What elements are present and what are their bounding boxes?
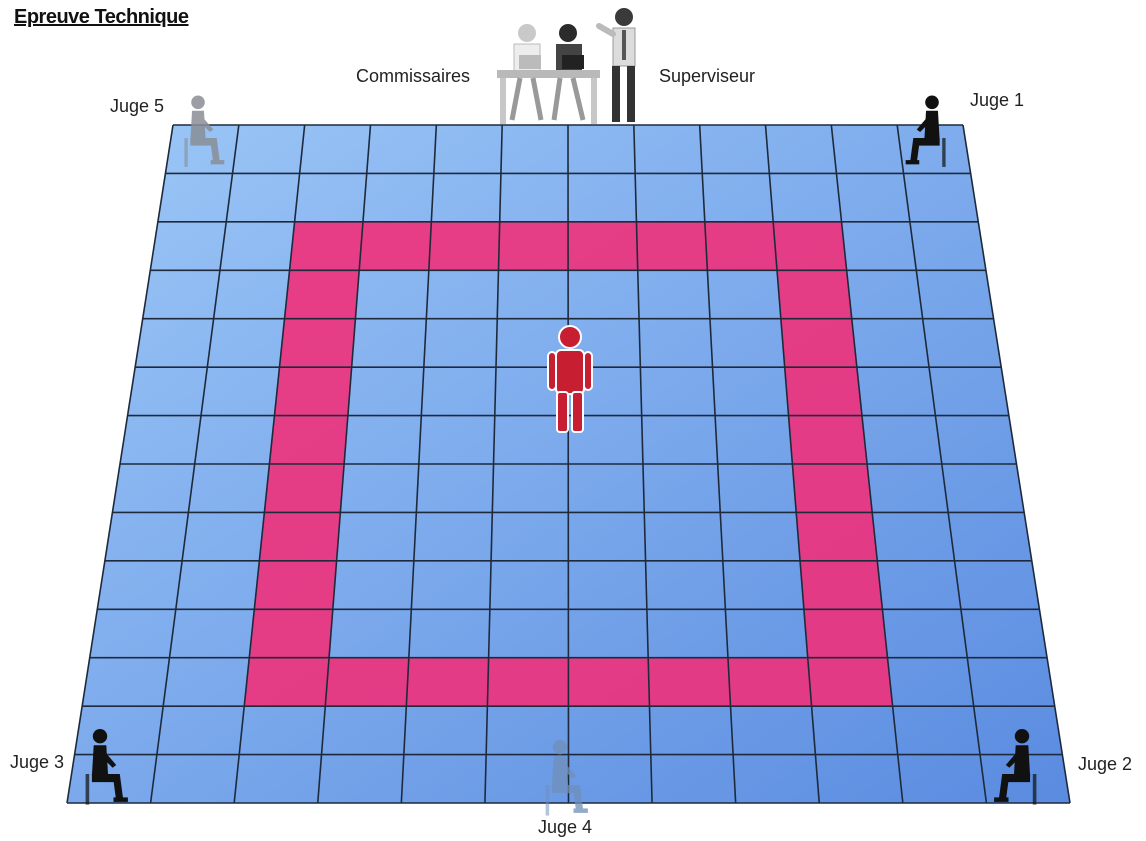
ring-cell (284, 270, 360, 319)
ring-cell (777, 270, 852, 319)
ring-cell (792, 464, 873, 513)
ring-cell (800, 560, 883, 610)
ring-cell (727, 657, 812, 707)
juge-4-figure (545, 740, 588, 816)
ring-cell (269, 415, 348, 464)
ring-cell (568, 657, 650, 707)
athlete-figure (547, 325, 593, 433)
ring-cell (780, 318, 857, 368)
diagram-title: Epreuve Technique (14, 6, 189, 28)
ring-cell (568, 221, 638, 271)
label-juge-2: Juge 2 (1078, 754, 1133, 774)
label-juge-1: Juge 1 (970, 90, 1025, 110)
juge-5-figure (184, 95, 225, 167)
label-juge-5: Juge 5 (110, 96, 165, 116)
ring-cell (636, 221, 708, 271)
commissaires-table-figure (497, 24, 600, 124)
ring-cell (279, 318, 356, 368)
highlight-ring (244, 221, 893, 707)
ring-cell (784, 367, 862, 416)
ring-cell (487, 657, 569, 707)
label-juge-4: Juge 4 (538, 817, 593, 837)
ring-cell (264, 464, 345, 513)
ring-cell (259, 512, 341, 561)
ring-cell (428, 221, 500, 271)
ring-cell (803, 609, 888, 658)
ring-cell (704, 221, 778, 271)
juge-3-figure (85, 729, 128, 805)
ring-cell (249, 609, 333, 658)
superviseur-figure (596, 8, 636, 122)
ring-cell (498, 221, 569, 271)
ring-cell (796, 512, 878, 561)
ring-cell (648, 657, 731, 707)
ring-cell (406, 657, 489, 707)
label-commissaires: Commissaires (356, 66, 471, 86)
ring-cell (274, 367, 352, 416)
label-juge-3: Juge 3 (10, 752, 65, 772)
ring-cell (788, 415, 868, 464)
juge-2-figure (994, 729, 1037, 805)
ring-cell (325, 657, 409, 707)
label-superviseur: Superviseur (659, 66, 756, 86)
ring-cell (244, 657, 330, 707)
ring-cell (254, 560, 337, 610)
ring-cell (773, 221, 847, 271)
ring-cell (807, 657, 893, 707)
juge-1-figure (905, 95, 946, 167)
ring-cell (359, 221, 432, 271)
ring-cell (289, 221, 363, 271)
